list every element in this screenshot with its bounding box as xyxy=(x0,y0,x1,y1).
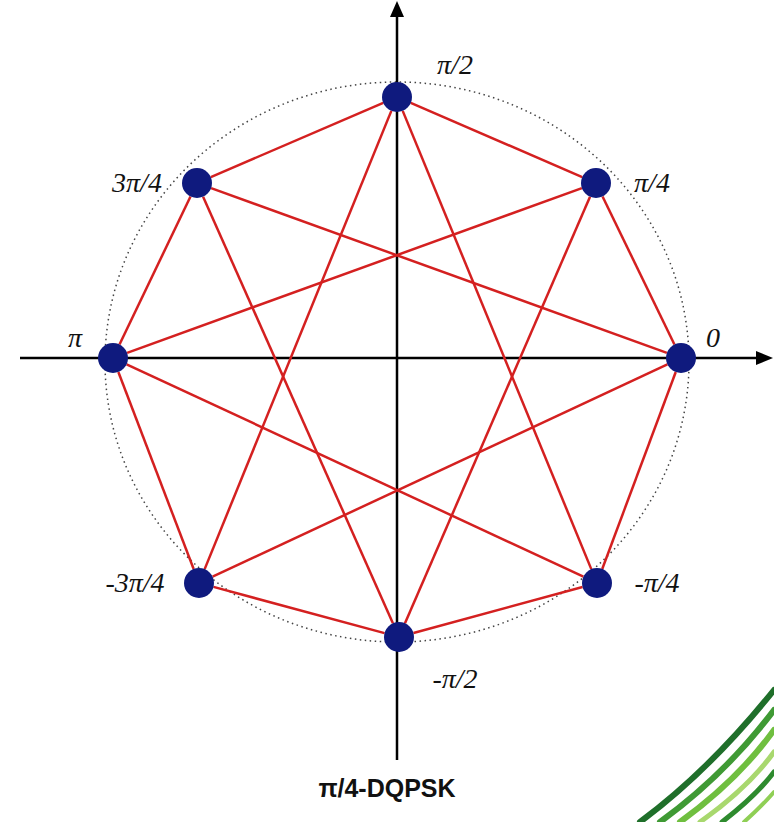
phase-label: 3π/4 xyxy=(112,169,162,197)
transition-line xyxy=(205,111,392,569)
constellation-point: -3π/4 xyxy=(184,568,214,598)
phase-label: -π/4 xyxy=(634,569,679,597)
transition-line xyxy=(211,103,383,177)
constellation-point: 3π/4 xyxy=(182,168,212,198)
phase-label: -π/2 xyxy=(432,665,477,693)
constellation-point: π xyxy=(98,343,128,373)
constellation-point: 0 xyxy=(666,343,696,373)
constellation-point: -π/4 xyxy=(582,568,612,598)
phase-label: π/4 xyxy=(634,169,670,197)
transition-line xyxy=(211,188,667,353)
transition-line xyxy=(213,587,384,633)
transition-line xyxy=(203,197,393,624)
x-axis xyxy=(20,357,762,360)
x-axis-arrow xyxy=(756,351,773,365)
phase-label: π xyxy=(68,324,82,352)
transition-line xyxy=(118,372,193,569)
transition-line xyxy=(127,188,582,353)
phase-label: -3π/4 xyxy=(105,569,164,597)
diagram-title: π/4-DQPSK xyxy=(0,774,774,803)
y-axis-arrow xyxy=(390,1,404,17)
transition-line xyxy=(403,111,592,569)
transition-line xyxy=(603,196,675,344)
constellation-point: -π/2 xyxy=(384,622,414,652)
constellation-point: π/4 xyxy=(581,168,611,198)
transition-line xyxy=(413,587,582,633)
constellation-point: π/2 xyxy=(382,82,412,112)
phase-label: 0 xyxy=(706,324,720,352)
corner-swoosh xyxy=(640,690,774,822)
transition-line xyxy=(405,197,590,623)
transition-line xyxy=(602,372,676,569)
transition-line xyxy=(411,103,582,177)
transition-line xyxy=(127,364,584,576)
phase-label: π/2 xyxy=(437,51,473,79)
transition-line xyxy=(119,197,190,345)
